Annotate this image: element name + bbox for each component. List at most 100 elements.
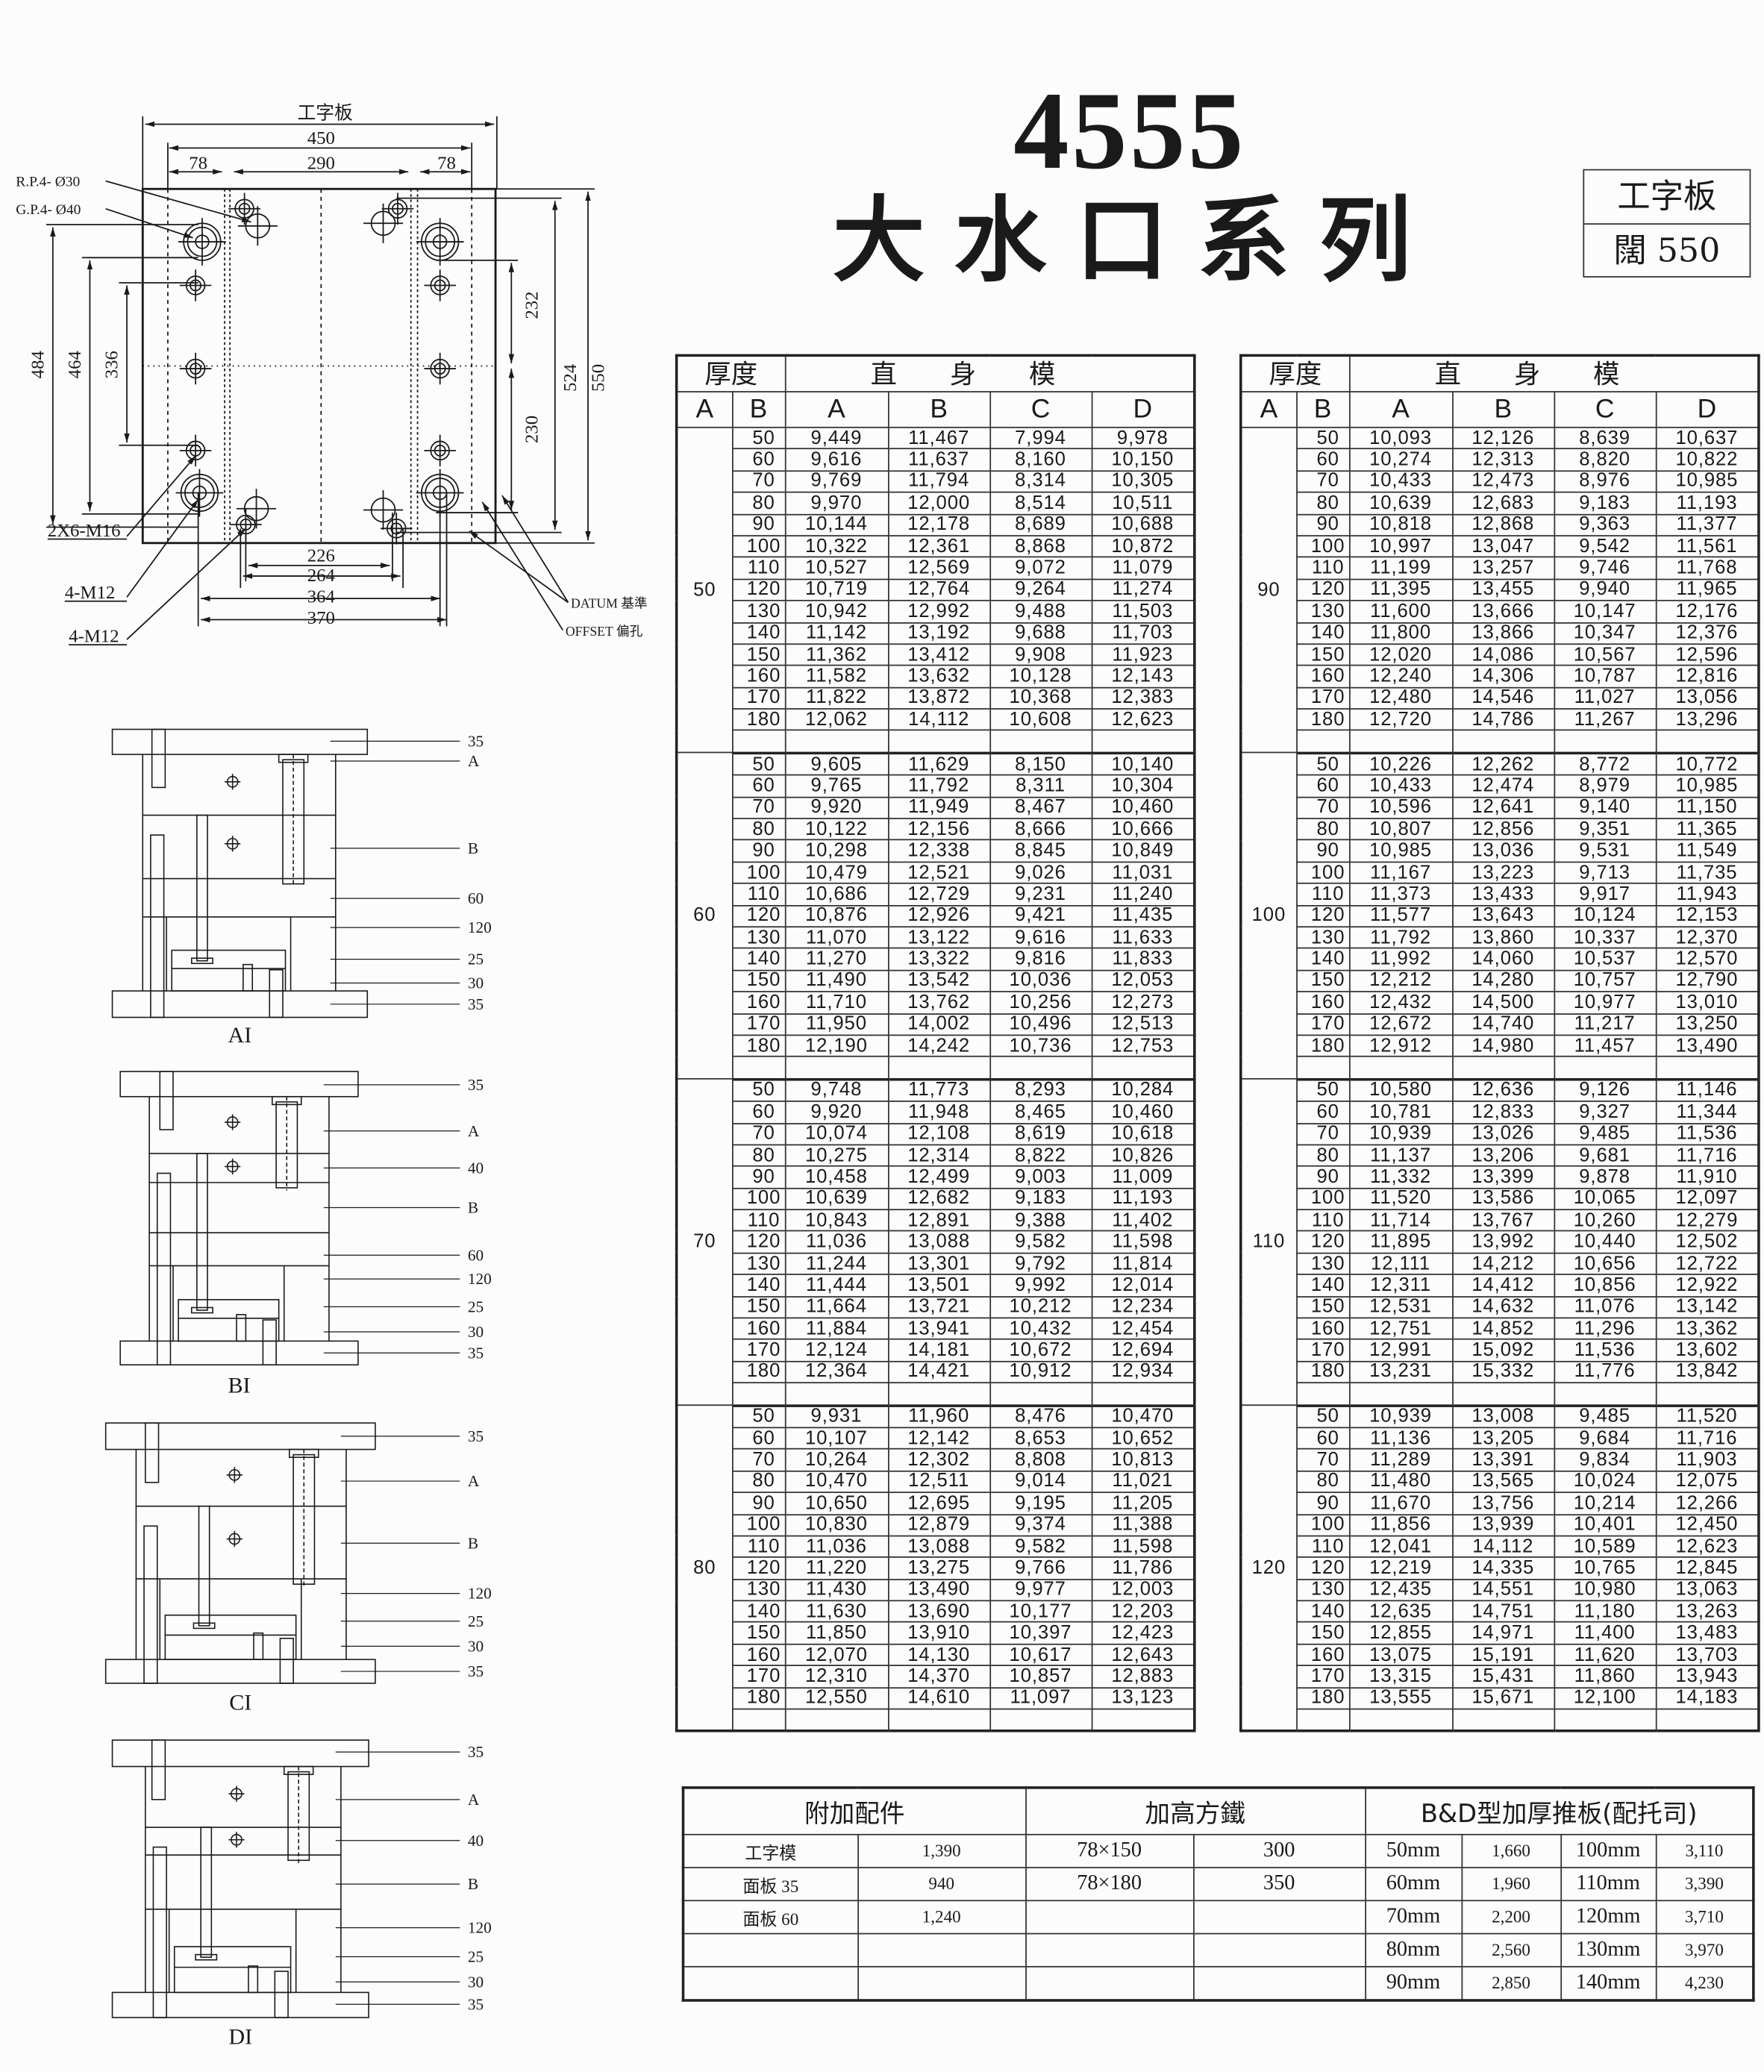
dim-336: 336 (102, 351, 122, 378)
price-d-cell: 11,031 (1090, 861, 1195, 885)
price-b-cell: 12,361 (887, 535, 991, 558)
price-b-cell: 12,314 (887, 1144, 991, 1168)
price-d-cell: 11,598 (1090, 1230, 1195, 1254)
model-number: 4555 (1013, 69, 1246, 193)
label-m12-b: 4-M12 (69, 627, 119, 647)
price-a-cell: 10,479 (784, 861, 889, 885)
price-a-cell: 9,920 (784, 796, 889, 819)
top-bolt (151, 728, 166, 789)
thickness-b-cell: 80 (1295, 492, 1350, 515)
blank-row (1241, 1382, 1760, 1407)
price-c-cell: 9,140 (1553, 796, 1657, 819)
price-b-cell: 13,088 (887, 1535, 991, 1559)
price-c-cell: 10,065 (1553, 1187, 1657, 1211)
thickness-b-cell: 50 (731, 752, 786, 776)
thickness-b-cell: 80 (731, 492, 786, 515)
thickness-b-cell: 60 (1295, 774, 1350, 798)
price-a-cell: 11,714 (1348, 1209, 1453, 1233)
price-b-cell: 15,092 (1451, 1339, 1555, 1362)
price-b-cell: 11,948 (887, 1101, 991, 1124)
price-b-cell: 14,546 (1451, 686, 1555, 710)
price-c-cell: 8,772 (1553, 752, 1657, 776)
price-d-cell: 10,985 (1654, 469, 1760, 493)
price-a-cell: 10,650 (784, 1492, 889, 1515)
price-d-cell: 10,460 (1090, 1101, 1195, 1124)
accessory-price (857, 1932, 1027, 1968)
price-c-cell: 7,994 (989, 426, 1092, 450)
blank-cell (1348, 1708, 1453, 1733)
ejector-bolt (248, 1965, 259, 1994)
accessory-name: 面板 60 (682, 1900, 859, 1935)
price-d-cell: 11,009 (1090, 1165, 1195, 1189)
price-c-cell: 10,980 (1553, 1578, 1657, 1602)
price-b-cell: 13,122 (887, 926, 991, 950)
ejector-plates (171, 949, 287, 992)
price-d-cell: 11,240 (1090, 883, 1195, 907)
price-a-cell: 11,480 (1348, 1470, 1453, 1494)
price-c-cell: 8,514 (989, 492, 1092, 515)
thickness-b-cell: 160 (731, 665, 786, 689)
price-c-cell: 10,589 (1553, 1535, 1657, 1559)
blank-cell (1295, 1708, 1350, 1733)
price-c-cell: 10,617 (989, 1643, 1092, 1667)
long-bolt (150, 834, 165, 1018)
price-b-cell: 13,399 (1451, 1165, 1555, 1189)
blank-cell (731, 1056, 786, 1081)
thickness-b-cell: 50 (1295, 752, 1350, 776)
price-d-cell: 11,435 (1090, 904, 1195, 928)
price-a-cell: 11,710 (784, 991, 889, 1015)
price-b-cell: 14,971 (1451, 1621, 1555, 1645)
spec-width: 闊 550 (1584, 223, 1750, 278)
price-a-cell: 11,600 (1348, 600, 1453, 623)
plan-title: 工字板 (297, 102, 352, 123)
top-clamp-plate (111, 1739, 369, 1768)
blank-cell (731, 1708, 786, 1733)
section-label: 120 (468, 1585, 492, 1603)
price-b-cell: 13,721 (887, 1295, 991, 1319)
dim-364: 364 (307, 586, 335, 607)
price-a-cell: 11,142 (784, 622, 889, 645)
thickness-b-cell: 140 (731, 1274, 786, 1298)
price-d-cell: 10,140 (1090, 752, 1195, 776)
price-a-cell: 11,220 (784, 1556, 889, 1580)
section-label: 35 (468, 995, 484, 1013)
price-a-cell: 12,855 (1348, 1621, 1453, 1645)
thickness-b-cell: 90 (731, 513, 786, 536)
price-a-cell: 10,596 (1348, 796, 1453, 819)
price-b-cell: 12,521 (887, 861, 991, 885)
thickness-b-cell: 100 (731, 861, 786, 885)
price-c-cell: 9,746 (1553, 557, 1657, 580)
dim-264: 264 (307, 566, 335, 586)
col-a: A (675, 391, 733, 428)
section-label: 30 (468, 1638, 484, 1656)
thickness-b-cell: 50 (1295, 1404, 1350, 1429)
price-a-cell: 11,036 (784, 1535, 889, 1559)
mold-type-header: 直身模 (1348, 354, 1760, 392)
price-c-cell: 8,160 (989, 448, 1092, 472)
price-a-cell: 12,212 (1348, 969, 1453, 993)
bottom-clamp-plate (119, 1340, 359, 1366)
price-b-cell: 12,569 (887, 557, 991, 580)
price-d-cell: 12,143 (1090, 665, 1195, 689)
thickness-b-cell: 170 (1295, 1339, 1350, 1362)
price-b-cell: 13,008 (1451, 1404, 1555, 1429)
price-b-cell: 13,206 (1451, 1144, 1555, 1168)
thickness-b-cell: 70 (1295, 469, 1350, 493)
thickness-b-cell: 140 (1295, 1274, 1350, 1298)
price-a-cell: 10,639 (1348, 492, 1453, 515)
price-d-cell: 13,602 (1654, 1339, 1760, 1362)
price-a-cell: 12,310 (784, 1665, 889, 1688)
